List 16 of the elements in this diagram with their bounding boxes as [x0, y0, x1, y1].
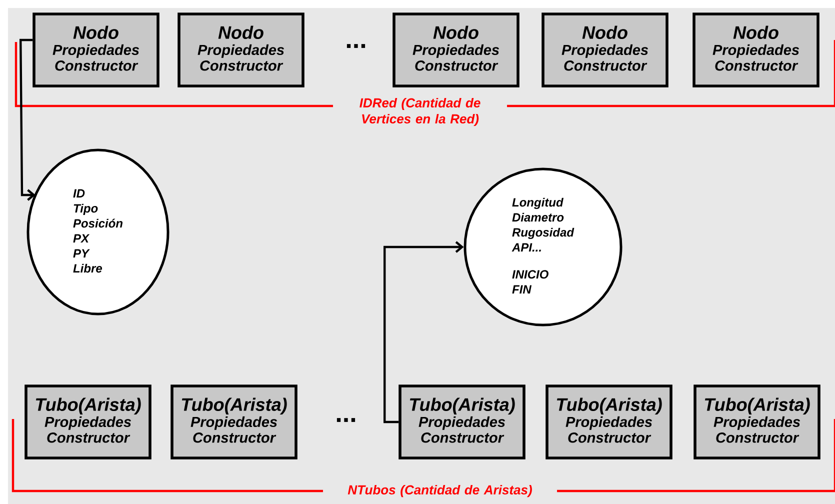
arrow [20, 38, 36, 201]
class-box: Nodo Propiedades Constructor [178, 12, 304, 88]
class-box: Nodo Propiedades Constructor [692, 12, 820, 88]
class-box: Nodo Propiedades Constructor [392, 12, 520, 88]
class-box: Tubo(Arista) Propiedades Constructor [170, 384, 298, 460]
arrow [384, 241, 464, 424]
class-box: Tubo(Arista) Propiedades Constructor [398, 384, 526, 460]
class-box: Tubo(Arista) Propiedades Constructor [694, 384, 820, 460]
ellipsis: ... [336, 418, 356, 422]
class-box: Nodo Propiedades Constructor [32, 12, 160, 88]
class-box: Nodo Propiedades Constructor [542, 12, 668, 88]
class-box: Tubo(Arista) Propiedades Constructor [24, 384, 152, 460]
class-box: Tubo(Arista) Propiedades Constructor [546, 384, 672, 460]
bracket-label: NTubos (Cantidad de Aristas) [323, 482, 557, 500]
bracket-label: IDRed (Cantidad de Vertices en la Red) [333, 96, 507, 128]
ellipsis: ... [346, 44, 366, 48]
